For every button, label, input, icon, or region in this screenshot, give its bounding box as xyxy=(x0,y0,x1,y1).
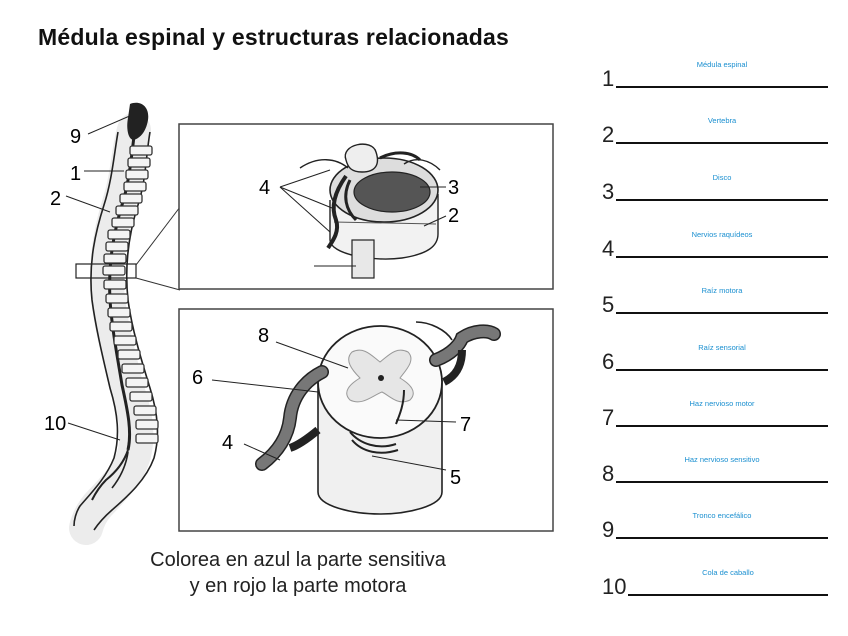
answer-number: 5 xyxy=(602,292,615,317)
bottom-callout-6: 6 xyxy=(192,367,203,389)
vertebra xyxy=(119,193,143,204)
vertebra xyxy=(103,253,127,264)
bottom-callout-5: 5 xyxy=(450,467,461,489)
answer-number: 10 xyxy=(602,574,627,599)
answer-text: Nervios raquídeos xyxy=(691,230,753,239)
vertebra xyxy=(117,349,141,360)
vertebra-drawing xyxy=(299,143,441,279)
answer-row: 9 Tronco encefálico xyxy=(602,511,828,542)
vertebra xyxy=(105,241,129,252)
answer-blank-line[interactable] xyxy=(616,86,828,88)
instruction-line-1: Colorea en azul la parte sensitiva xyxy=(150,549,446,571)
bottom-callout-8: 8 xyxy=(258,325,269,347)
vertebra xyxy=(129,145,153,156)
answer-row: 3 Disco xyxy=(602,173,828,204)
top-callout-4: 4 xyxy=(259,177,270,199)
vertebra xyxy=(109,321,133,332)
cord-cross-section-drawing xyxy=(255,321,501,515)
answer-text: Tronco encefálico xyxy=(692,511,752,520)
answer-text: Cola de caballo xyxy=(702,568,754,577)
vertebra xyxy=(107,307,131,318)
vertebra xyxy=(123,181,147,192)
answer-row: 8 Haz nervioso sensitivo xyxy=(602,455,828,486)
bottom-callout-4: 4 xyxy=(222,432,233,454)
vertebra xyxy=(115,205,139,216)
answer-row: 4 Nervios raquídeos xyxy=(602,230,828,261)
answer-text: Vertebra xyxy=(707,116,737,125)
vertebra xyxy=(113,335,137,346)
spine-callout-2: 2 xyxy=(50,188,61,210)
vertebra xyxy=(103,279,127,290)
vertebra xyxy=(129,391,153,402)
vertebra xyxy=(121,363,145,374)
worksheet-title: Médula espinal y estructuras relacionada… xyxy=(38,24,509,50)
vertebra xyxy=(111,217,135,228)
instructions: Colorea en azul la parte sensitiva y en … xyxy=(98,547,498,599)
vertebra xyxy=(105,293,129,304)
answer-number: 2 xyxy=(602,122,615,147)
vertebra xyxy=(125,377,149,388)
vertebra xyxy=(102,265,126,276)
answer-blank-line[interactable] xyxy=(616,142,828,144)
spine-callout-1: 1 xyxy=(70,163,81,185)
answer-row: 7 Haz nervioso motor xyxy=(602,399,828,430)
answer-blank-line[interactable] xyxy=(616,369,828,371)
answer-blank-line[interactable] xyxy=(616,256,828,258)
answer-blank-line[interactable] xyxy=(616,199,828,201)
top-callout-3: 3 xyxy=(448,177,459,199)
answer-text: Raíz sensorial xyxy=(698,343,746,352)
vertebra xyxy=(125,169,149,180)
spinal-column-drawing xyxy=(69,102,181,545)
answer-number: 6 xyxy=(602,349,615,374)
instruction-line-2: y en rojo la parte motora xyxy=(189,575,407,597)
spine-callout-10: 10 xyxy=(44,413,66,435)
spine-callout-9: 9 xyxy=(70,126,81,148)
answer-text: Médula espinal xyxy=(696,60,748,69)
vertebra xyxy=(135,419,159,430)
answer-number: 9 xyxy=(602,517,615,542)
answer-text: Haz nervioso sensitivo xyxy=(684,455,760,464)
answer-blank-line[interactable] xyxy=(616,425,828,427)
answer-blank-line[interactable] xyxy=(616,312,828,314)
vertebra xyxy=(133,405,157,416)
answer-number: 1 xyxy=(602,66,615,91)
answer-row: 2 Vertebra xyxy=(602,116,828,147)
answer-text: Disco xyxy=(712,173,732,182)
answer-row: 6 Raíz sensorial xyxy=(602,343,828,374)
vertebra xyxy=(107,229,131,240)
answer-number: 4 xyxy=(602,236,615,261)
answer-number: 8 xyxy=(602,461,615,486)
answer-number: 7 xyxy=(602,405,615,430)
answer-blank-line[interactable] xyxy=(616,481,828,483)
answer-text: Haz nervioso motor xyxy=(689,399,755,408)
answer-row: 10 Cola de caballo xyxy=(602,568,828,599)
answer-row: 1 Médula espinal xyxy=(602,60,828,91)
vertebra xyxy=(135,433,159,444)
vertebra xyxy=(127,157,151,168)
bottom-callout-7: 7 xyxy=(460,414,471,436)
top-callout-2: 2 xyxy=(448,205,459,227)
answer-row: 5 Raíz motora xyxy=(602,286,828,317)
answer-number: 3 xyxy=(602,179,615,204)
answer-blank-line[interactable] xyxy=(616,537,828,539)
answer-blank-line[interactable] xyxy=(628,594,828,596)
answer-text: Raíz motora xyxy=(701,286,743,295)
